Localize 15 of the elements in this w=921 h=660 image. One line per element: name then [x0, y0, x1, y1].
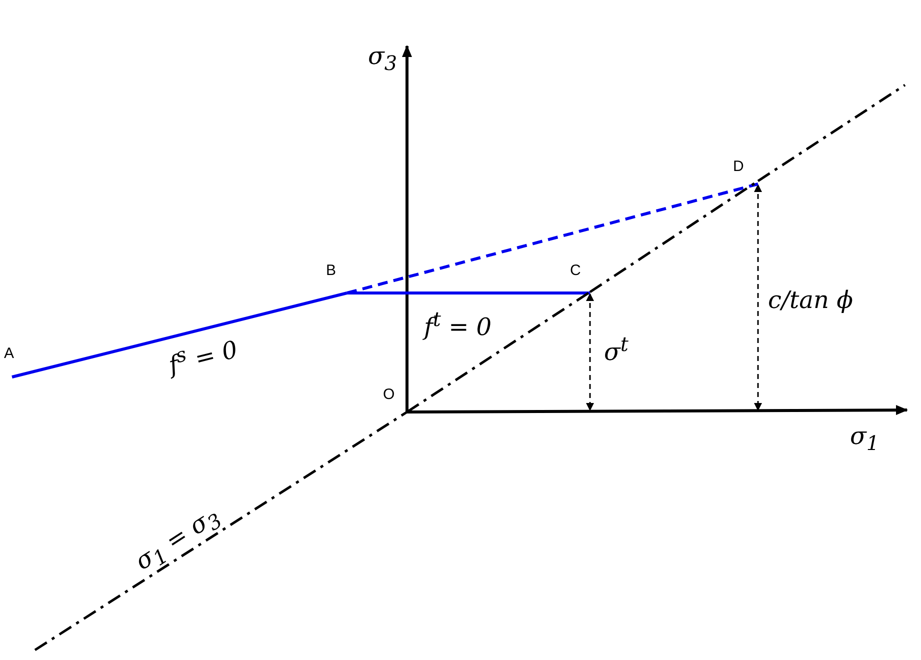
point-label: A	[4, 345, 14, 363]
dimension-label: c/tan ϕ	[768, 286, 853, 314]
axis-label: σ$_{1}$	[850, 422, 880, 457]
point-label: B	[326, 262, 336, 280]
dashed-line	[406, 290, 591, 414]
point-label: D	[733, 158, 744, 176]
point-label: O	[383, 386, 395, 404]
dashed-line	[346, 182, 758, 294]
line	[12, 292, 348, 378]
point-label: C	[570, 262, 581, 280]
dashed-line	[757, 84, 906, 182]
axis-label: σ$_{3}$	[368, 42, 398, 77]
dashed-line	[34, 410, 408, 652]
line	[347, 292, 590, 294]
dimension-label: σ$^{t}$	[604, 331, 628, 366]
